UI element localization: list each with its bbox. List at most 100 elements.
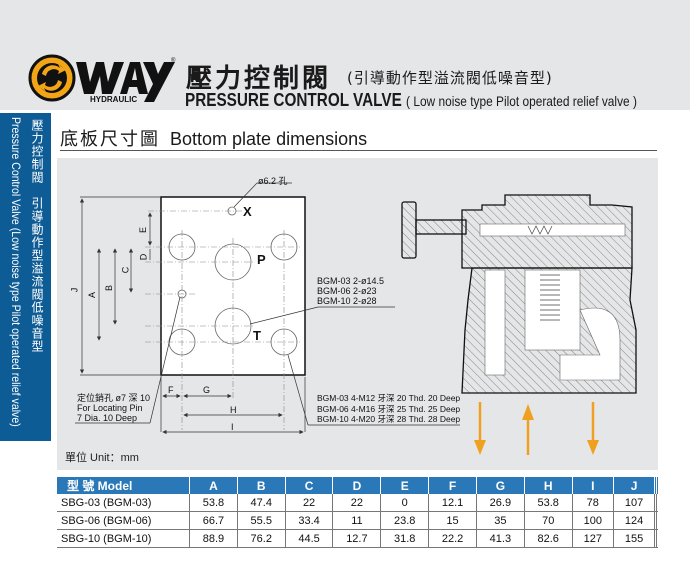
cell-value: 22 [332,494,382,512]
cell-value: 66.7 [189,511,238,530]
pin-note-cn: 定位銷孔 ø7 深 10 [77,393,151,403]
column-header: J [613,477,656,494]
dim-label-f: F [168,385,174,395]
cell-model: SBG-03 (BGM-03) [57,494,190,512]
pin-note-en-1: For Locating Pin [77,403,143,413]
cell-value: 155 [613,529,656,548]
port-size-note: BGM-06 2-ø23 [317,286,377,296]
column-header: E [380,477,430,494]
column-header: F [428,477,477,494]
dim-label-c: C [120,266,131,274]
thread-notes: BGM-03 4-M12 牙深 20 Thd. 20 Deep BGM-06 4… [317,393,460,425]
port-label-p: P [257,252,266,267]
section-title-cn: 底板尺寸圖 [60,129,160,150]
flow-arrow-down-1 [474,402,486,455]
column-header: D [332,477,382,494]
cell-value: 0 [380,494,430,512]
title-en-main: PRESSURE CONTROL VALVE [185,90,402,110]
cell-value: 78 [572,494,614,512]
cell-value: 88.9 [189,529,238,548]
cell-value: 22.2 [428,529,477,548]
column-header: C [285,477,334,494]
cell-value [654,529,658,548]
cell-model: SBG-10 (BGM-10) [57,529,190,548]
cell-model: SBG-06 (BGM-06) [57,511,190,530]
valve-cross-section [401,194,637,394]
cell-value: 11 [332,511,382,530]
dim-label-i: I [231,422,234,432]
cell-value: 12.7 [332,529,382,548]
title-cn-sub: (引導動作型溢流閥低噪音型) [347,69,553,87]
column-header [654,477,658,494]
port-size-note: BGM-10 2-ø28 [317,296,377,306]
port-label-t: T [253,328,261,343]
pin-note: 定位銷孔 ø7 深 10 For Locating Pin 7 Dia. 10 … [77,393,150,423]
cell-value: 107 [613,494,656,512]
sidebar-text-en: Pressure Control Valve (Low noise type P… [9,117,23,427]
port-label-x: X [243,204,252,219]
cell-value [654,494,658,512]
dim-label-e: E [138,226,149,234]
hole-note: ø6.2 孔 [258,176,288,186]
column-header [656,477,658,494]
cell-value: 47.4 [237,494,286,512]
cell-value: 100 [572,511,614,530]
cell-value: 82.6 [524,529,573,548]
column-header: B [237,477,286,494]
sidebar-text-cn: 壓力控制閥 引導動作型溢流閥低噪音型 [30,119,44,353]
flow-arrows [474,402,599,455]
dim-label-d: D [138,253,149,261]
section-title: 底板尺寸圖 Bottom plate dimensions [60,125,367,151]
cell-value: 23.8 [380,511,430,530]
port-size-notes: BGM-03 2-ø14.5 BGM-06 2-ø23 BGM-10 2-ø28 [317,276,384,306]
dim-label-j: J [69,287,80,293]
flow-arrow-down-2 [587,402,599,455]
cell-value [654,511,658,530]
column-header: G [476,477,525,494]
registered-mark: ® [171,57,176,64]
dim-label-g: G [203,385,211,395]
sidebar-tab: 壓力控制閥 引導動作型溢流閥低噪音型 Pressure Control Valv… [0,113,51,441]
section-title-en: Bottom plate dimensions [170,129,368,149]
cell-value: 53.8 [524,494,573,512]
title-en: PRESSURE CONTROL VALVE ( Low noise type … [185,90,637,111]
cell-value: 124 [613,511,656,530]
cell-value: 26.9 [476,494,525,512]
oway-logo: HYDRAULIC ® [28,54,176,104]
title-cn: 壓力控制閥 [186,64,332,94]
cell-value: 127 [572,529,614,548]
port-size-note: BGM-03 2-ø14.5 [317,276,385,286]
cell-value: 15 [428,511,477,530]
dim-label-h: H [230,405,237,415]
cell-value [656,529,658,548]
column-header: A [189,477,238,494]
cell-value [656,511,658,530]
thread-note: BGM-03 4-M12 牙深 20 Thd. 20 Deep [317,393,461,403]
title-en-sub: ( Low noise type Pilot operated relief v… [406,93,637,109]
brand-sub: HYDRAULIC [90,95,137,104]
cell-value: 53.8 [189,494,238,512]
cell-value: 55.5 [237,511,286,530]
pin-note-en-2: 7 Dia. 10 Deep [77,413,138,423]
column-header: I [572,477,614,494]
cell-value: 22 [285,494,334,512]
dim-label-a: A [87,291,98,299]
section-divider [60,150,657,151]
cell-value: 44.5 [285,529,334,548]
cell-value [656,494,658,512]
cell-value: 35 [476,511,525,530]
thread-note: BGM-10 4-M20 牙深 28 Thd. 28 Deep [317,414,461,424]
cell-value: 76.2 [237,529,286,548]
column-header: H [524,477,573,494]
cell-value: 33.4 [285,511,334,530]
column-header-model: 型 號 Model [57,477,190,494]
thread-note: BGM-06 4-M16 牙深 25 Thd. 25 Deep [317,403,461,414]
cell-value: 31.8 [380,529,430,548]
unit-label: 單位 Unit：mm [65,452,139,464]
